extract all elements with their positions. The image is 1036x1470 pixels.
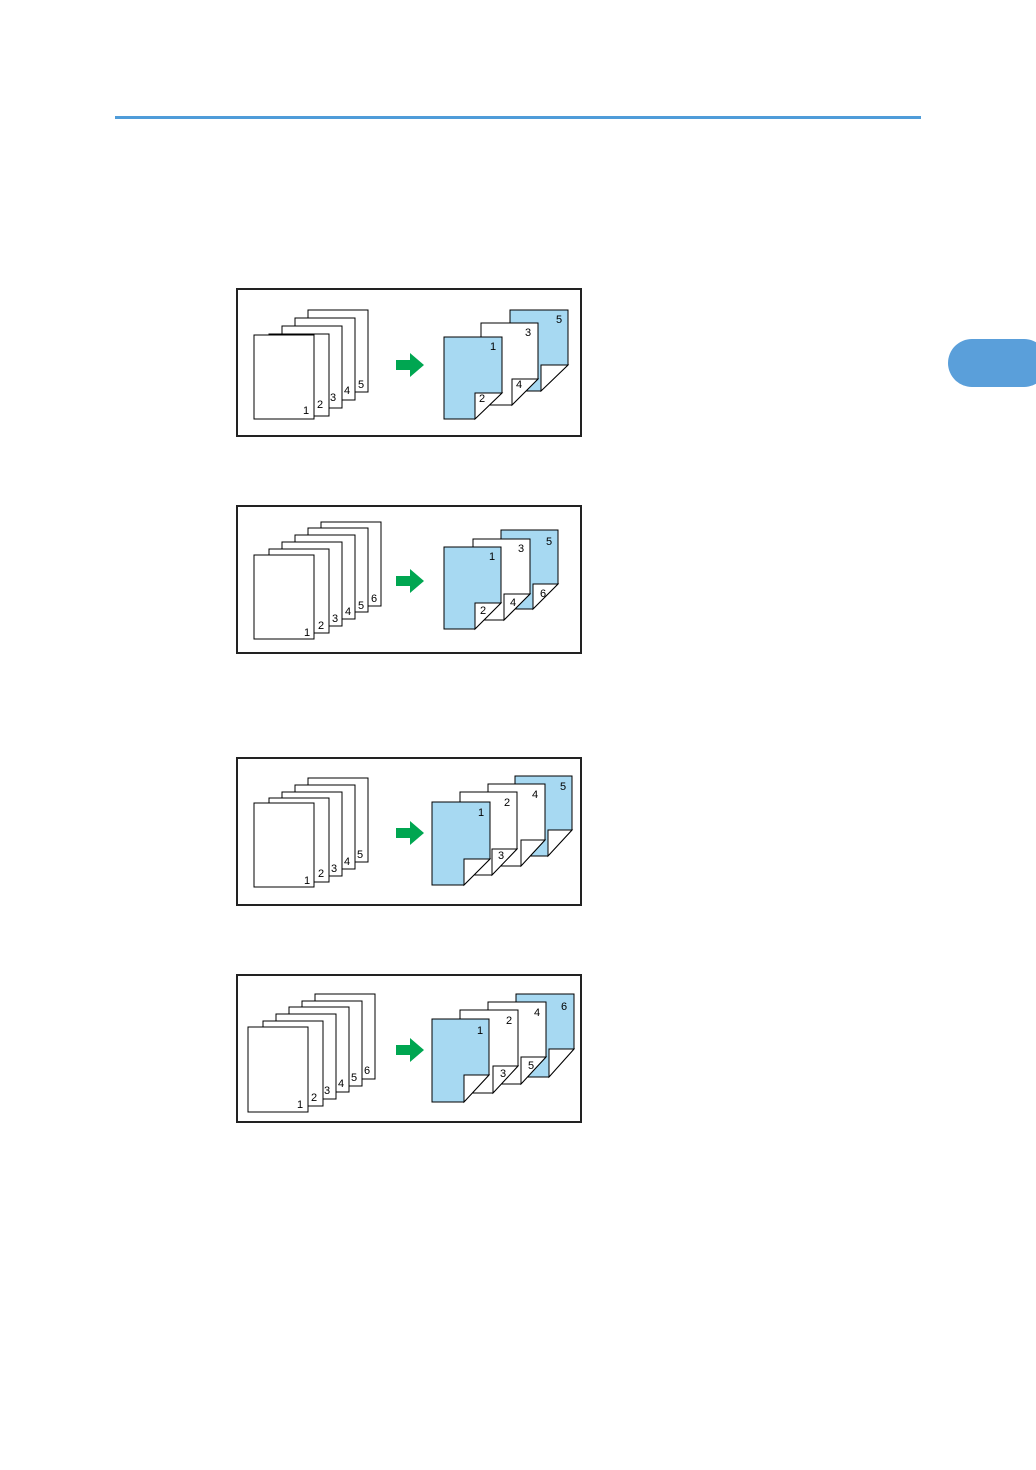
original-page-number: 3 bbox=[324, 1085, 330, 1097]
arrow-right-icon bbox=[396, 821, 424, 845]
duplex-diagram-1: 5 4 3 2 1 5 3 4 1 2 bbox=[236, 288, 582, 437]
original-page-number: 4 bbox=[344, 385, 350, 397]
original-page-number: 3 bbox=[331, 863, 337, 875]
copy-front-number: 2 bbox=[506, 1015, 512, 1027]
original-page-number: 3 bbox=[332, 613, 338, 625]
copy-front-number: 5 bbox=[560, 781, 566, 793]
original-page-number: 2 bbox=[318, 620, 324, 632]
copy-front-number: 5 bbox=[546, 536, 552, 548]
copy-front-number: 5 bbox=[556, 314, 562, 326]
originals-stack: 5 4 3 2 1 bbox=[254, 310, 368, 419]
original-page-number: 1 bbox=[303, 405, 309, 417]
copy-back-number: 3 bbox=[500, 1068, 506, 1080]
copy-front-number: 4 bbox=[532, 789, 538, 801]
copy-back-number: 6 bbox=[540, 588, 546, 600]
original-page-number: 1 bbox=[297, 1099, 303, 1111]
copy-front-number: 1 bbox=[489, 551, 495, 563]
copy-front-number: 2 bbox=[504, 797, 510, 809]
original-page-number: 2 bbox=[311, 1092, 317, 1104]
originals-stack: 5 4 3 2 1 bbox=[254, 778, 368, 887]
copy-back-number: 4 bbox=[516, 379, 522, 391]
duplex-copies: 5 3 4 1 2 bbox=[444, 310, 568, 419]
original-page-number: 5 bbox=[358, 600, 364, 612]
originals-stack: 6 5 4 3 2 1 bbox=[248, 994, 375, 1112]
original-page-number: 2 bbox=[317, 399, 323, 411]
duplex-diagram-4: 6 5 4 3 2 1 6 4 5 2 3 1 bbox=[236, 974, 582, 1123]
copy-front-number: 4 bbox=[534, 1007, 540, 1019]
copy-front-number: 6 bbox=[561, 1001, 567, 1013]
copy-front-number: 1 bbox=[478, 807, 484, 819]
duplex-diagram-3: 5 4 3 2 1 5 4 2 3 1 bbox=[236, 757, 582, 906]
original-page-number: 4 bbox=[344, 856, 350, 868]
copy-back-number: 2 bbox=[479, 393, 485, 405]
header-rule bbox=[115, 116, 921, 119]
chapter-tab bbox=[948, 339, 1036, 387]
originals-stack: 6 5 4 3 2 1 bbox=[254, 522, 381, 639]
copy-back-number: 3 bbox=[498, 850, 504, 862]
original-page-number: 3 bbox=[330, 392, 336, 404]
copy-front-number: 1 bbox=[477, 1025, 483, 1037]
original-page-number: 1 bbox=[304, 875, 310, 887]
arrow-right-icon bbox=[396, 569, 424, 593]
original-page-number: 1 bbox=[304, 627, 310, 639]
arrow-right-icon bbox=[396, 353, 424, 377]
duplex-copies: 6 4 5 2 3 1 bbox=[432, 994, 574, 1102]
copy-back-number: 4 bbox=[510, 597, 516, 609]
original-page-number: 6 bbox=[364, 1065, 370, 1077]
copy-front-number: 3 bbox=[518, 543, 524, 555]
copy-front-number: 1 bbox=[490, 341, 496, 353]
copy-front-number: 3 bbox=[525, 327, 531, 339]
original-page-number: 5 bbox=[357, 849, 363, 861]
duplex-copies: 5 4 2 3 1 bbox=[432, 776, 572, 885]
duplex-copies: 5 6 3 4 1 2 bbox=[444, 530, 558, 629]
duplex-diagram-2: 6 5 4 3 2 1 5 6 3 4 1 2 bbox=[236, 505, 582, 654]
copy-back-number: 2 bbox=[480, 605, 486, 617]
original-page-number: 5 bbox=[358, 379, 364, 391]
original-page-number: 2 bbox=[318, 868, 324, 880]
copy-back-number: 5 bbox=[528, 1060, 534, 1072]
original-page-number: 4 bbox=[338, 1078, 344, 1090]
original-page-number: 4 bbox=[345, 606, 351, 618]
original-page-number: 5 bbox=[351, 1072, 357, 1084]
original-page-number: 6 bbox=[371, 593, 377, 605]
arrow-right-icon bbox=[396, 1038, 424, 1062]
